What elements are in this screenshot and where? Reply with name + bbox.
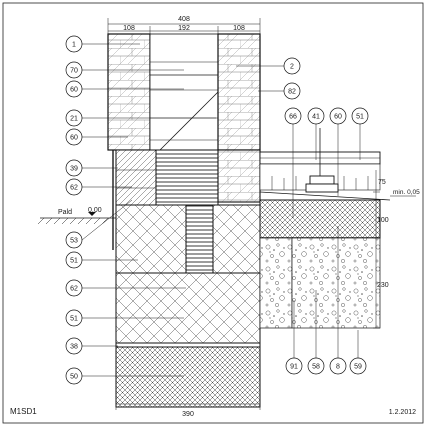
top-dimension-chain: 408 108 192 108	[107, 16, 261, 36]
timber-support	[309, 175, 335, 185]
callout-60b: 60	[65, 128, 83, 146]
callout-70: 70	[65, 61, 83, 79]
dim-top-right: 108	[233, 25, 245, 32]
svg-text:8: 8	[336, 364, 340, 371]
base-gravel-layer	[115, 346, 261, 408]
svg-text:58: 58	[312, 364, 320, 371]
masonry-wall	[107, 33, 261, 151]
callout-39: 39	[65, 159, 83, 177]
callout-41: 41	[307, 107, 325, 125]
cavity-insulation	[149, 33, 219, 151]
svg-text:91: 91	[290, 364, 298, 371]
floor-slab	[259, 199, 381, 239]
callout-58: 58	[307, 357, 325, 375]
dim-right-100: 100	[377, 217, 389, 224]
svg-text:82: 82	[288, 89, 296, 96]
callout-8: 8	[329, 357, 347, 375]
svg-text:21: 21	[70, 116, 78, 123]
svg-text:38: 38	[70, 344, 78, 351]
svg-text:2: 2	[290, 64, 294, 71]
leader-lines	[81, 43, 361, 377]
dim-top-mid: 192	[178, 25, 190, 32]
svg-text:51: 51	[70, 316, 78, 323]
dim-right-75: 75	[378, 179, 386, 186]
svg-text:53: 53	[70, 238, 78, 245]
foundation-wall-inner	[212, 204, 261, 274]
right-dimensions: 75 100 230 min. 0,05	[373, 170, 420, 329]
callout-38: 38	[65, 337, 83, 355]
svg-text:51: 51	[356, 114, 364, 121]
dim-bottom-total: 390	[182, 411, 194, 418]
dim-top-left: 108	[123, 25, 135, 32]
svg-text:66: 66	[289, 114, 297, 121]
callouts-top: 66 41 60 51	[284, 107, 369, 125]
ground-level-label: 0,00	[88, 207, 102, 214]
drawing-date: 1.2.2012	[389, 409, 416, 416]
ground: Pald 0,00	[37, 207, 116, 225]
damp-proof-layer	[115, 342, 261, 348]
callout-66: 66	[284, 107, 302, 125]
callout-62a: 62	[65, 178, 83, 196]
callout-60a: 60	[65, 80, 83, 98]
svg-text:60: 60	[70, 135, 78, 142]
svg-text:39: 39	[70, 166, 78, 173]
svg-text:51: 51	[70, 258, 78, 265]
foundation-footing	[115, 272, 261, 344]
callouts-bottom: 91 58 8 59	[285, 357, 367, 375]
plinth-cladding	[115, 149, 157, 206]
svg-text:1: 1	[72, 42, 76, 49]
callout-51a: 51	[65, 251, 83, 269]
outer-brick-leaf	[107, 33, 151, 151]
ground-label: Pald	[58, 209, 72, 216]
callout-51b: 51	[65, 309, 83, 327]
foundation	[115, 204, 261, 408]
foundation-wall-outer	[115, 204, 187, 274]
dim-top-total: 408	[178, 16, 190, 23]
plinth-insulation	[155, 149, 219, 206]
floor-slope-line	[259, 191, 391, 201]
floor-buildup	[259, 128, 391, 329]
callout-50: 50	[65, 367, 83, 385]
callout-2: 2	[283, 57, 301, 75]
svg-text:60: 60	[334, 114, 342, 121]
dim-right-230: 230	[377, 282, 389, 289]
svg-text:59: 59	[354, 364, 362, 371]
callout-53: 53	[65, 231, 83, 249]
callout-91: 91	[285, 357, 303, 375]
min-slope-label: min. 0,05	[393, 189, 420, 196]
callout-59: 59	[349, 357, 367, 375]
svg-text:50: 50	[70, 374, 78, 381]
wall-tie	[159, 91, 219, 151]
subgrade-gravel-left	[259, 237, 293, 329]
svg-text:60: 60	[70, 87, 78, 94]
callout-21: 21	[65, 109, 83, 127]
inner-brick-leaf	[217, 33, 261, 151]
subgrade-gravel-right	[291, 237, 381, 329]
svg-text:62: 62	[70, 185, 78, 192]
lower-wall-block	[112, 149, 261, 250]
callout-1: 1	[65, 35, 83, 53]
callout-60c: 60	[329, 107, 347, 125]
callout-62b: 62	[65, 279, 83, 297]
drawing-id: M1SD1	[10, 407, 37, 416]
support-pad	[305, 183, 339, 193]
level-marker-icon	[88, 212, 96, 216]
svg-text:41: 41	[312, 114, 320, 121]
callouts-left: 1 70 60 21 60 39 62 53 51 62 51 38 50	[65, 35, 83, 385]
callouts-right: 2 82	[283, 57, 301, 100]
svg-text:62: 62	[70, 286, 78, 293]
inner-plinth-brick	[217, 149, 261, 203]
bottom-dimension: 390	[115, 398, 261, 418]
callout-51c: 51	[351, 107, 369, 125]
foundation-insulation	[185, 204, 214, 274]
callout-82: 82	[283, 82, 301, 100]
svg-text:70: 70	[70, 68, 78, 75]
